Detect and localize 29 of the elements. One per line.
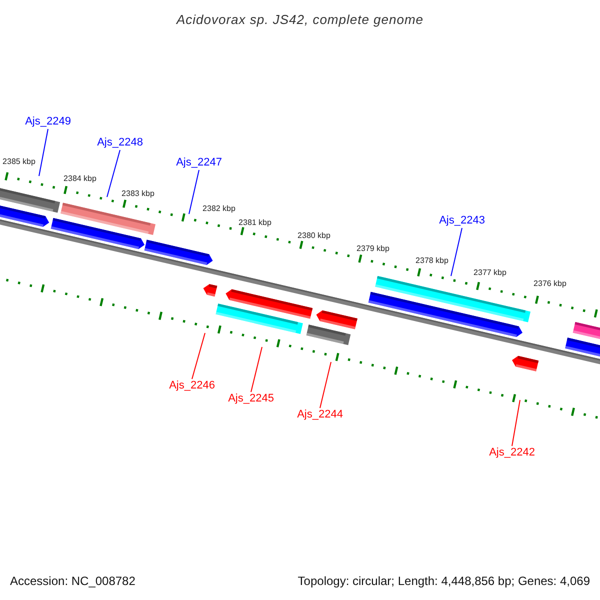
leader-line bbox=[512, 400, 520, 446]
leader-line bbox=[188, 170, 200, 214]
gene-label: Ajs_2249 bbox=[25, 116, 71, 128]
leader-line bbox=[38, 128, 48, 176]
footer-text: Accession: NC_008782 bbox=[10, 573, 136, 590]
gene-label: Ajs_2248 bbox=[97, 136, 143, 150]
position-label: 2378 kbp bbox=[416, 255, 448, 267]
title: Acidovorax sp. JS42, complete genome bbox=[176, 11, 424, 29]
leader-line bbox=[450, 228, 462, 276]
gene-label: Ajs_2247 bbox=[176, 156, 222, 170]
position-label: 2380 kbp bbox=[298, 230, 330, 242]
leader-line bbox=[106, 150, 120, 198]
position-label: 2379 kbp bbox=[356, 243, 390, 255]
leader-line bbox=[320, 362, 332, 408]
position-label: 2377 kbp bbox=[474, 267, 506, 279]
leader-line bbox=[192, 332, 206, 380]
gene-label: Ajs_2242 bbox=[489, 446, 535, 460]
gene-label: Ajs_2243 bbox=[439, 214, 485, 228]
gene-label: Ajs_2244 bbox=[297, 408, 343, 422]
gene-label: Ajs_2246 bbox=[169, 380, 215, 392]
position-label: 2383 kbp bbox=[122, 188, 154, 200]
leader-line bbox=[250, 346, 262, 392]
footer-text: Topology: circular; Length: 4,448,856 bp; Genes: 4,069 bbox=[298, 573, 590, 590]
position-label: 2382 kbp bbox=[202, 203, 236, 215]
position-label: 2376 kbp bbox=[534, 278, 566, 290]
position-label: 2385 kbp bbox=[2, 156, 36, 168]
position-label: 2384 kbp bbox=[64, 173, 96, 185]
position-label: 2381 kbp bbox=[238, 217, 272, 229]
gene-label: Ajs_2245 bbox=[228, 392, 274, 406]
